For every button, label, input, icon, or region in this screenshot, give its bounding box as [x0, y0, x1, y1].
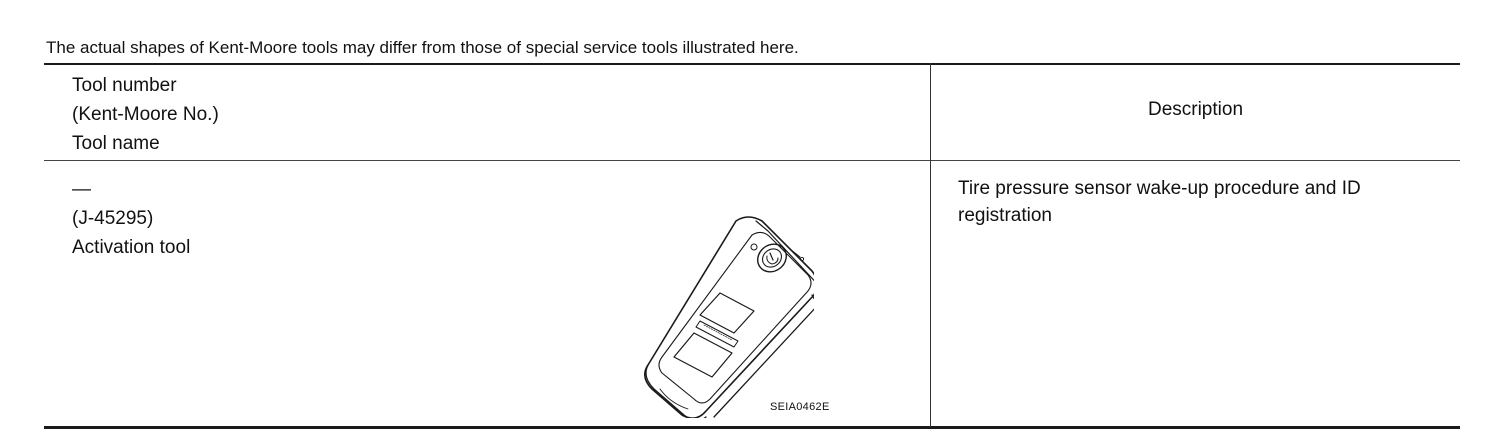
header-kent-moore-no: (Kent-Moore No.)	[72, 104, 219, 125]
table-row-tool-info: — (J-45295) Activation tool	[72, 175, 190, 262]
header-tool-name: Tool name	[72, 133, 160, 154]
page-note: The actual shapes of Kent-Moore tools ma…	[46, 38, 799, 57]
row-kent-moore-no: (J-45295)	[72, 208, 154, 229]
header-description: Description	[1147, 99, 1244, 120]
header-tool-column: Tool number (Kent-Moore No.) Tool name	[72, 71, 219, 158]
activation-tool-illustration	[644, 216, 814, 418]
table-bottom-rule	[44, 426, 1460, 429]
row-tool-number: —	[72, 179, 91, 200]
header-tool-number: Tool number	[72, 75, 177, 96]
row-tool-name: Activation tool	[72, 237, 191, 258]
table-top-rule	[44, 63, 1460, 65]
header-separator	[44, 160, 1460, 161]
special-service-tools-table: Tool number (Kent-Moore No.) Tool name D…	[44, 63, 1460, 430]
column-divider	[930, 63, 931, 427]
figure-code: SEIA0462E	[770, 401, 830, 413]
row-description: Tire pressure sensor wake-up procedure a…	[958, 178, 1361, 226]
